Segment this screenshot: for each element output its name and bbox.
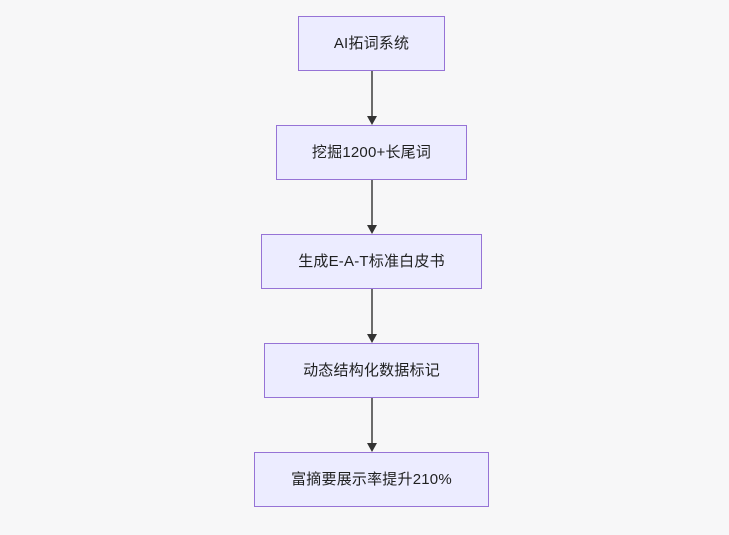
edge-n1-n2 — [367, 71, 377, 125]
flow-node-label: AI拓词系统 — [333, 34, 410, 52]
arrowhead-icon — [367, 116, 377, 125]
flow-node-1[interactable]: AI拓词系统 — [298, 16, 445, 71]
edge-line — [371, 398, 373, 444]
edge-n2-n3 — [367, 180, 377, 234]
edge-line — [371, 289, 373, 335]
edge-n3-n4 — [367, 289, 377, 343]
flow-node-label: 挖掘1200+长尾词 — [311, 143, 432, 161]
edge-line — [371, 180, 373, 226]
flow-node-5[interactable]: 富摘要展示率提升210% — [254, 452, 489, 507]
flow-node-3[interactable]: 生成E-A-T标准白皮书 — [261, 234, 482, 289]
arrowhead-icon — [367, 334, 377, 343]
flow-node-label: 生成E-A-T标准白皮书 — [298, 252, 445, 270]
flow-node-label: 富摘要展示率提升210% — [291, 470, 452, 488]
arrowhead-icon — [367, 443, 377, 452]
flow-node-2[interactable]: 挖掘1200+长尾词 — [276, 125, 467, 180]
edge-n4-n5 — [367, 398, 377, 452]
edge-line — [371, 71, 373, 117]
flow-node-label: 动态结构化数据标记 — [303, 361, 440, 379]
arrowhead-icon — [367, 225, 377, 234]
flow-node-4[interactable]: 动态结构化数据标记 — [264, 343, 479, 398]
